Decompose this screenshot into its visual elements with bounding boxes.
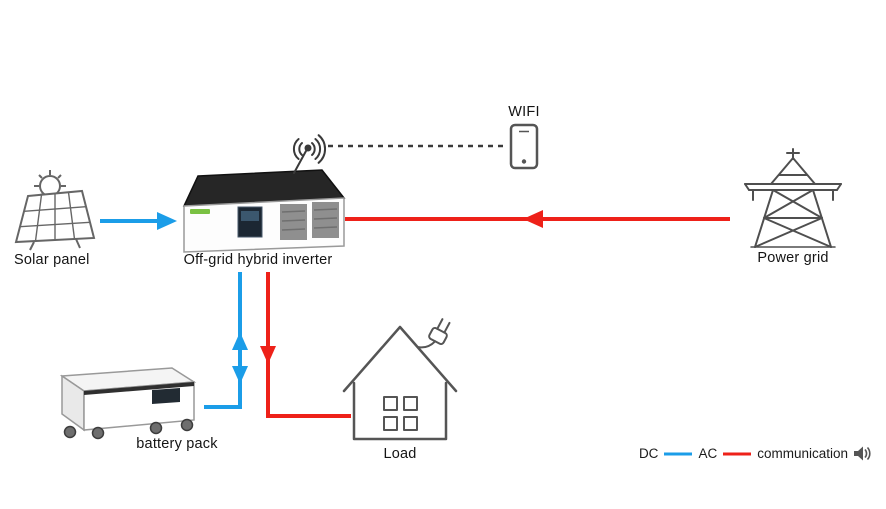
- load-house-icon: [342, 318, 458, 441]
- battery-pack-label: battery pack: [136, 436, 218, 452]
- legend-ac-label: AC: [698, 446, 718, 461]
- inverter-icon: [182, 169, 346, 253]
- solar-panel-grid: [19, 192, 91, 242]
- wifi-signal-icon: [292, 134, 326, 174]
- arrow-up-icon: [232, 332, 248, 350]
- speaker-icon: [854, 446, 871, 461]
- phone-icon: [509, 123, 539, 170]
- arrow-down-icon: [260, 346, 276, 364]
- battery-top-edge: [84, 382, 194, 395]
- dc-line-segment: [204, 272, 242, 409]
- dc-line-inverter-to-battery: [204, 272, 248, 409]
- legend-dc-label: DC: [638, 446, 659, 461]
- arrow-down-icon: [232, 366, 248, 384]
- ac-line-grid-to-inverter: [345, 210, 730, 228]
- panel-foot: [75, 238, 81, 249]
- legend: DC AC communication: [639, 445, 872, 462]
- battery-pack-icon: [59, 367, 197, 440]
- legend-ac-swatch: [723, 452, 752, 455]
- dc-line-solar-to-inverter: [100, 212, 177, 230]
- load-label: Load: [383, 446, 417, 462]
- inverter-vents: [280, 202, 339, 240]
- inverter-logo: [190, 209, 210, 214]
- ac-line-segment: [266, 272, 351, 418]
- legend-communication-label: communication: [757, 446, 848, 461]
- solar-panel-icon: [14, 170, 96, 251]
- antenna-mast: [293, 150, 307, 174]
- panel-foot: [29, 241, 35, 251]
- battery-display: [152, 388, 180, 404]
- ac-line-inverter-to-load: [260, 272, 351, 418]
- arrow-right-icon: [157, 212, 177, 230]
- inverter-label: Off-grid hybrid inverter: [183, 252, 333, 268]
- wifi-label: WIFI: [508, 104, 540, 120]
- arrow-left-icon: [523, 210, 543, 228]
- power-grid-tower-icon: [744, 148, 842, 248]
- solar-panel-label: Solar panel: [14, 252, 90, 268]
- house-roof: [342, 325, 458, 393]
- house-windows: [383, 396, 418, 431]
- house-walls: [352, 381, 448, 441]
- legend-dc-swatch: [664, 452, 693, 455]
- battery-wheels: [63, 418, 194, 440]
- inverter-screen-glow: [241, 211, 259, 221]
- plug-icon: [417, 318, 451, 349]
- power-grid-label: Power grid: [757, 250, 829, 266]
